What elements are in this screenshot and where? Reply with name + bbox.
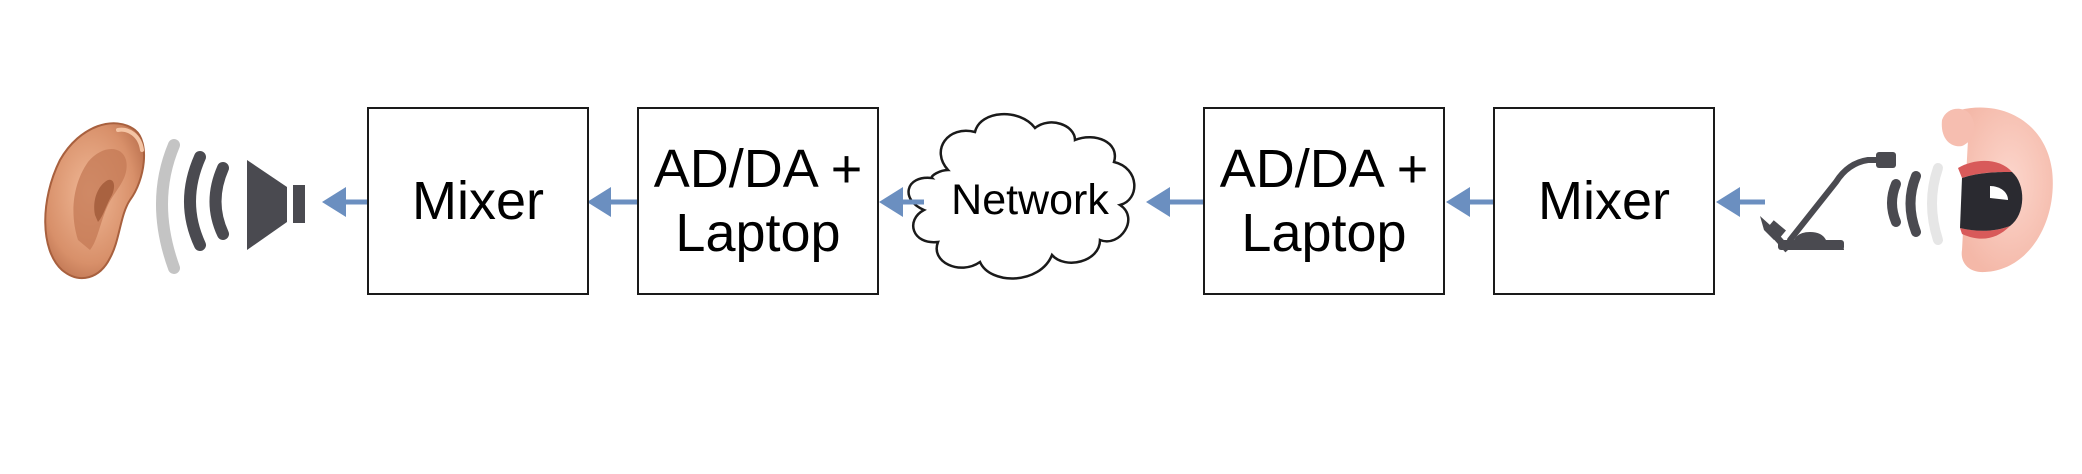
right-adda-laptop-box: AD/DA + Laptop bbox=[1203, 107, 1445, 295]
arrow-mic-to-right-mixer bbox=[1716, 187, 1765, 217]
arrow-adda-to-left-mixer bbox=[587, 187, 638, 217]
network-label: Network bbox=[951, 176, 1109, 224]
left-mixer-box: Mixer bbox=[367, 107, 589, 295]
left-adda-label-line2: Laptop bbox=[675, 203, 841, 263]
microphone-icon bbox=[1760, 152, 1896, 253]
left-mixer-label: Mixer bbox=[412, 171, 544, 231]
arrow-network-to-left-adda bbox=[879, 187, 924, 217]
right-adda-label-line2: Laptop bbox=[1241, 203, 1407, 263]
right-mixer-box: Mixer bbox=[1493, 107, 1715, 295]
arrow-right-adda-to-network bbox=[1146, 187, 1204, 217]
arrow-left-mixer-to-speaker bbox=[322, 187, 368, 217]
network-cloud-icon bbox=[907, 113, 1136, 280]
right-mixer-label: Mixer bbox=[1538, 171, 1670, 231]
ear-icon bbox=[44, 122, 146, 279]
left-adda-laptop-box: AD/DA + Laptop bbox=[637, 107, 879, 295]
mouth-icon bbox=[1887, 107, 2053, 273]
arrow-right-mixer-to-right-adda bbox=[1446, 187, 1494, 217]
speaker-icon bbox=[156, 139, 305, 274]
right-adda-label-line1: AD/DA + bbox=[1219, 139, 1429, 199]
left-adda-label-line1: AD/DA + bbox=[653, 139, 863, 199]
